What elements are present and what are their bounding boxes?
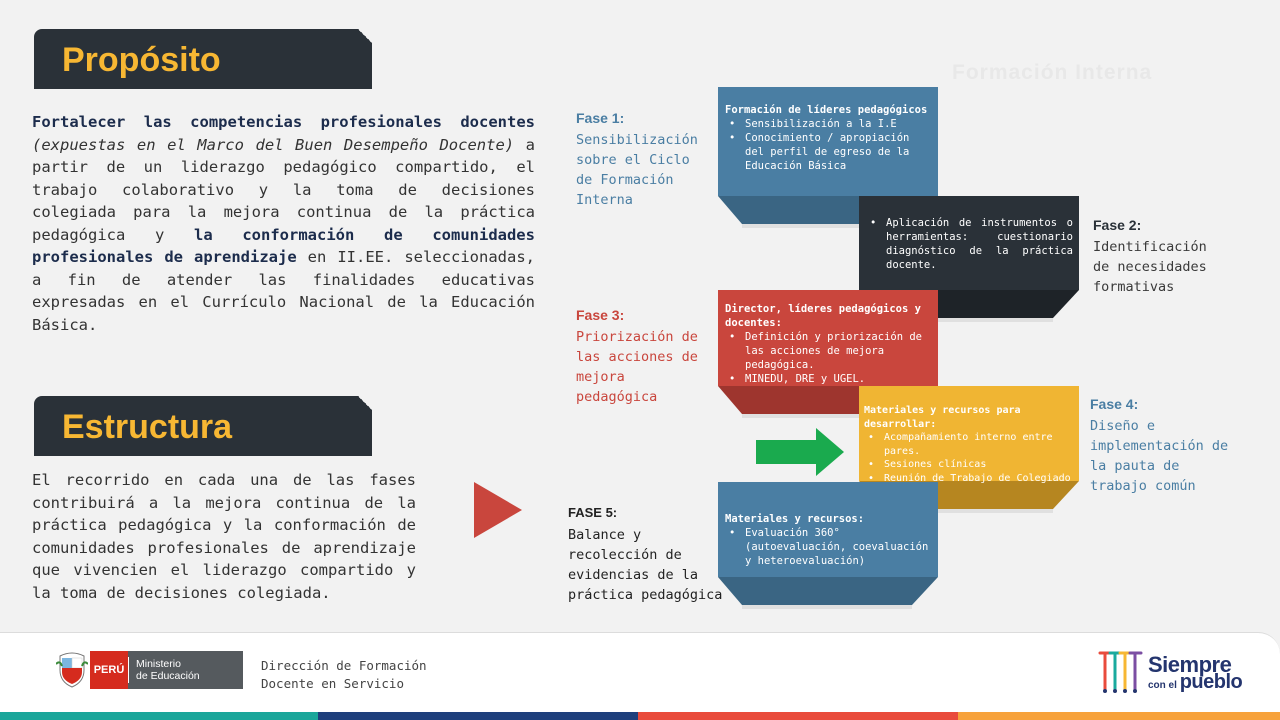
proposito-text-part1: Fortalecer las competencias profesionale… — [32, 113, 535, 131]
list-item: Definición y priorización de las accione… — [725, 330, 932, 372]
proposito-title: Propósito — [62, 41, 221, 79]
proposito-text: Fortalecer las competencias profesionale… — [32, 111, 535, 336]
fase4-box: Materiales y recursos para desarrollar: … — [859, 386, 1079, 485]
list-item: Evaluación 360° (autoevaluación, coevalu… — [725, 526, 932, 568]
fase5-label: FASE 5: Balance y recolección de evidenc… — [568, 503, 728, 605]
estructura-title: Estructura — [62, 408, 233, 446]
estructura-text: El recorrido en cada una de las fases co… — [32, 471, 416, 602]
slogan-emphasis: pueblo — [1179, 671, 1243, 693]
fase1-name: Sensibilización sobre el Ciclo de Formac… — [576, 132, 698, 208]
fase3-list: Definición y priorización de las accione… — [725, 330, 932, 386]
list-item: Acompañamiento interno entre pares. — [864, 431, 1073, 458]
fase2-list: Aplicación de instrumentos o herramienta… — [866, 216, 1073, 272]
list-item: MINEDU, DRE y UGEL. — [725, 372, 932, 386]
fase1-list: Sensibilización a la I.E Conocimiento / … — [725, 117, 932, 173]
proposito-text-part2: (expuestas en el Marco del Buen Desempeñ… — [32, 135, 515, 154]
ghost-heading: Formación Interna — [952, 61, 1153, 84]
fase5-name: Balance y recolección de evidencias de l… — [568, 527, 723, 603]
peru-logo: PERÚ — [90, 651, 128, 689]
fase5-box-title: Materiales y recursos: — [725, 513, 865, 525]
fase2-heading: Fase 2: — [1093, 217, 1142, 233]
coat-of-arms-icon — [56, 652, 88, 688]
fase5-list: Evaluación 360° (autoevaluación, coevalu… — [725, 526, 932, 568]
footer-stripe-teal — [0, 712, 318, 720]
list-item: Sensibilización a la I.E — [725, 117, 932, 131]
slogan-line2: con el pueblo — [1148, 671, 1243, 694]
footer-stripe-red — [638, 712, 958, 720]
fase5-heading: FASE 5: — [568, 505, 618, 520]
fase2-name: Identificación de necesidades formativas — [1093, 239, 1207, 295]
fase3-name: Priorización de las acciones de mejora p… — [576, 329, 698, 405]
fase5-fold — [718, 577, 938, 609]
fase4-list: Acompañamiento interno entre pares. Sesi… — [864, 431, 1073, 485]
proposito-text-part4: la conformación de comunidades profesion… — [32, 225, 535, 267]
minedu-line1: Ministerio — [136, 658, 181, 670]
fase2-box: Aplicación de instrumentos o herramienta… — [859, 196, 1079, 290]
proposito-text-part5: en II.EE. seleccionadas, a fin de atende… — [32, 248, 535, 334]
fase2-label: Fase 2: Identificación de necesidades fo… — [1093, 215, 1223, 297]
estructura-banner: Estructura — [34, 396, 372, 456]
fase4-name: Diseño e implementación de la pauta de t… — [1090, 418, 1229, 494]
fase3-box-title: Director, líderes pedagógicos y docentes… — [725, 303, 921, 329]
fase1-label: Fase 1: Sensibilización sobre el Ciclo d… — [576, 108, 706, 210]
proposito-text-part3: a partir de un liderazgo pedagógico comp… — [32, 135, 535, 244]
minedu-logo: Ministerio de Educación — [128, 651, 243, 689]
play-arrow-icon — [474, 482, 522, 538]
list-item: Aplicación de instrumentos o herramienta… — [866, 216, 1073, 272]
fase4-label: Fase 4: Diseño e implementación de la pa… — [1090, 394, 1230, 496]
fase1-box-title: Formación de líderes pedagógicos — [725, 104, 928, 116]
department-name: Dirección de Formación Docente en Servic… — [261, 657, 427, 693]
fase1-box: Formación de líderes pedagógicos Sensibi… — [718, 87, 938, 196]
list-item: Reunión de Trabajo de Colegiado — [864, 472, 1073, 486]
fase3-box: Director, líderes pedagógicos y docentes… — [718, 290, 938, 386]
minedu-line2: de Educación — [136, 670, 200, 682]
fase4-heading: Fase 4: — [1090, 396, 1139, 412]
fase3-heading: Fase 3: — [576, 307, 625, 323]
siempre-figures-icon — [1098, 651, 1143, 693]
slogan-prefix: con el — [1148, 680, 1180, 691]
slogan-line1: Siempre — [1148, 652, 1232, 677]
fase3-label: Fase 3: Priorización de las acciones de … — [576, 305, 706, 407]
fase5-box: Materiales y recursos: Evaluación 360° (… — [718, 482, 938, 577]
fase4-box-title: Materiales y recursos para desarrollar: — [864, 405, 1021, 430]
proposito-banner: Propósito — [34, 29, 372, 89]
list-item: Sesiones clínicas — [864, 458, 1073, 472]
department-line2: Docente en Servicio — [261, 676, 404, 691]
footer-stripe-orange — [958, 712, 1280, 720]
fase1-heading: Fase 1: — [576, 110, 625, 126]
right-arrow-icon — [756, 428, 846, 476]
list-item: Conocimiento / apropiación del perfil de… — [725, 131, 932, 173]
department-line1: Dirección de Formación — [261, 658, 427, 673]
footer-stripe-navy — [318, 712, 638, 720]
